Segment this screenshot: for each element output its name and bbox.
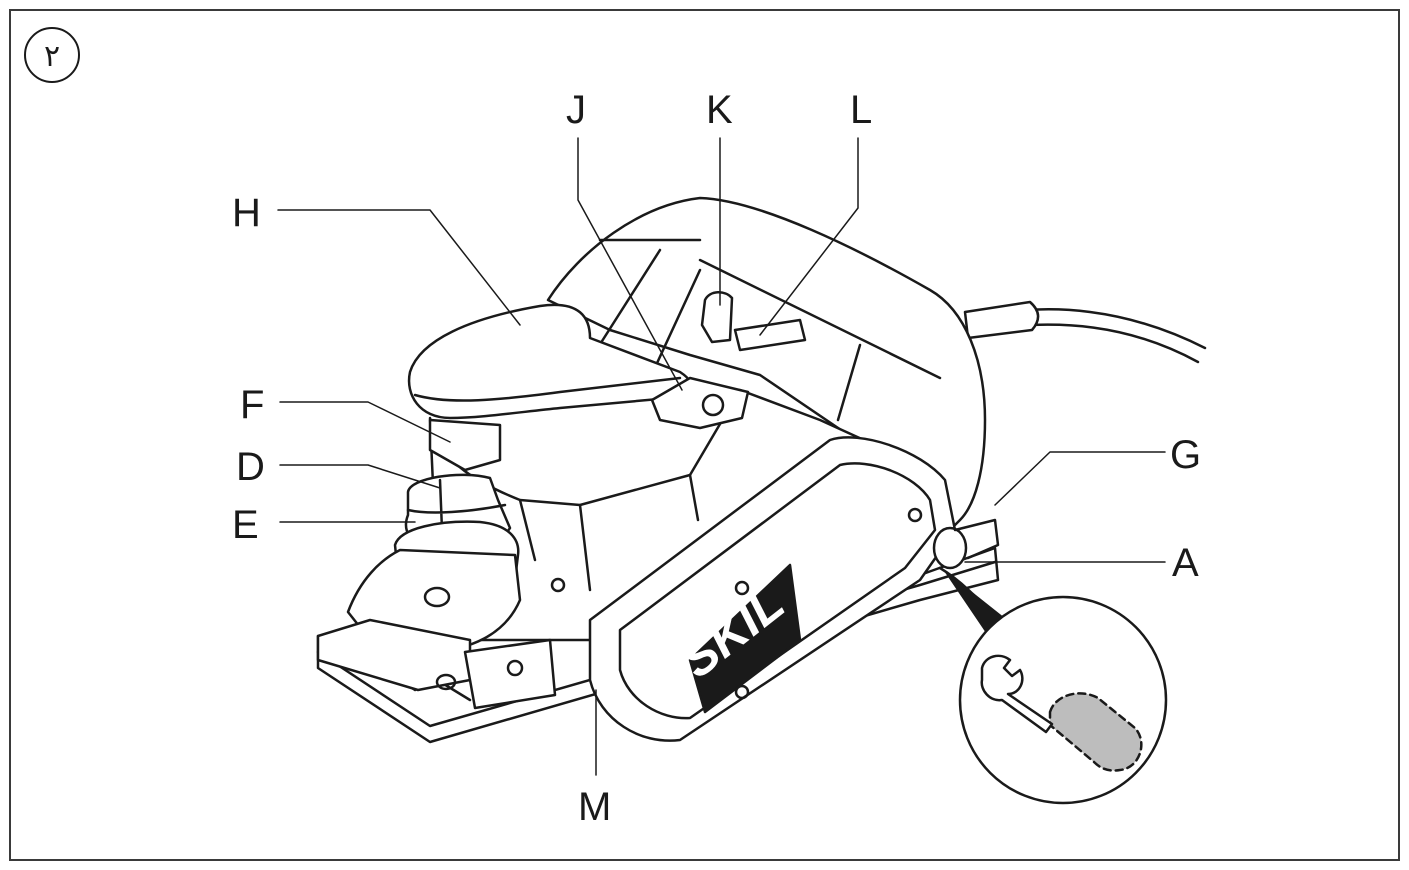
trigger-switch xyxy=(733,318,807,352)
label-f: F xyxy=(240,383,264,427)
leader-line-d xyxy=(279,464,441,489)
brush-cap xyxy=(932,526,968,570)
figure-number-badge xyxy=(24,27,80,83)
label-d: D xyxy=(236,445,265,489)
cord-sleeve xyxy=(963,300,1040,340)
label-j: J xyxy=(566,88,586,132)
label-m: M xyxy=(578,785,611,829)
inset-pointer xyxy=(942,568,1010,636)
figure-number: ٢ xyxy=(44,39,60,74)
wrench-icon xyxy=(980,654,1054,734)
label-k: K xyxy=(706,88,733,132)
label-a: A xyxy=(1172,541,1199,585)
label-e: E xyxy=(232,503,259,547)
switch-lock-button xyxy=(700,291,734,344)
leader-line-j xyxy=(577,137,683,391)
label-l: L xyxy=(850,88,872,132)
leader-line-f xyxy=(279,401,451,443)
chip-ejector xyxy=(428,418,502,472)
brand-logo-plate xyxy=(688,563,802,714)
label-h: H xyxy=(232,191,261,235)
handle-body xyxy=(546,196,987,542)
leader-line-g xyxy=(994,451,1166,506)
lock-lever xyxy=(650,376,750,430)
label-g: G xyxy=(1170,433,1201,477)
leader-line-l xyxy=(759,137,859,336)
leader-line-h xyxy=(277,209,521,326)
carbon-brush-icon xyxy=(1048,692,1143,772)
